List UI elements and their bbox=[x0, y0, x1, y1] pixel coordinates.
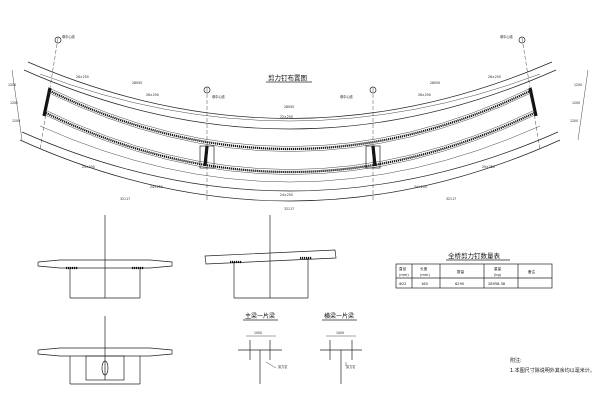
side-dim-left-3: 1200 bbox=[12, 119, 20, 123]
bottom-dim-2: 32117 bbox=[284, 207, 294, 211]
side-dim-left-1: 1200 bbox=[8, 83, 16, 87]
bot-inner-dim-2: 24×250 bbox=[150, 185, 163, 189]
side-dim-right-1: 1200 bbox=[574, 83, 582, 87]
cross-girder-label: 横梁一片梁 bbox=[324, 312, 354, 320]
th-length: 长度 bbox=[420, 266, 428, 271]
td-diameter: Φ22 bbox=[399, 282, 406, 286]
td-length: 160 bbox=[421, 282, 429, 286]
th-count: 数量 bbox=[457, 269, 465, 274]
th-diameter-unit: (mm) bbox=[399, 273, 409, 277]
bot-inner-dim-3: 24×250 bbox=[280, 193, 293, 197]
cross-beam-2 bbox=[203, 145, 209, 167]
inner-dim-1: 26×250 bbox=[76, 75, 89, 79]
inner-dim-2: 28×250 bbox=[146, 93, 159, 97]
deck-edge-inner-2 bbox=[19, 139, 561, 202]
td-count: 6290 bbox=[455, 282, 465, 286]
main-girder-label: 主梁一片梁 bbox=[245, 312, 275, 320]
bottom-dim-3: 32117 bbox=[446, 197, 456, 201]
quantity-table: 全桥剪力钉数量表 直径 (mm) 长度 (mm) 数量 重量 (kg) 备注 Φ… bbox=[395, 251, 553, 289]
cross-beam-3 bbox=[371, 145, 377, 167]
th-weight: 重量 bbox=[494, 266, 502, 271]
th-remark: 备注 bbox=[528, 269, 536, 274]
section-view-3 bbox=[37, 316, 173, 385]
pier-label-4: 墩中心线 bbox=[500, 34, 514, 39]
bot-inner-dim-1: 25×250 bbox=[82, 165, 95, 169]
girder-plan bbox=[19, 61, 561, 202]
table-title: 全桥剪力钉数量表 bbox=[448, 251, 501, 260]
top-dim-3: 28050 bbox=[430, 81, 440, 85]
side-dim-left-2: 1200 bbox=[10, 101, 18, 105]
top-dim-2: 28050 bbox=[284, 105, 294, 109]
side-dim-right-2: 1200 bbox=[572, 101, 580, 105]
bottom-dim-1: 32117 bbox=[120, 197, 130, 201]
td-weight: 28958.38 bbox=[488, 282, 506, 286]
detail-main-girder: 主梁一片梁 1000 剪力钉 bbox=[238, 312, 288, 384]
main-stud-label: 剪力钉 bbox=[278, 364, 288, 369]
deck-edge-inner bbox=[21, 131, 559, 192]
top-dim-1: 28050 bbox=[132, 81, 142, 85]
inner-dim-4: 28×250 bbox=[418, 93, 431, 97]
th-diameter: 直径 bbox=[399, 266, 407, 271]
inner-dim-5: 26×250 bbox=[488, 75, 501, 79]
section-view-1 bbox=[37, 215, 173, 299]
pier-lines: 墩中心线 墩中心线 墩中心线 墩中心线 bbox=[39, 34, 541, 200]
pier-label-2: 墩中心线 bbox=[212, 94, 226, 99]
deck-edge-outer bbox=[27, 61, 553, 119]
notes-line-1: 1.本图尺寸除说明外其余均以毫米计。 bbox=[510, 367, 595, 374]
main-girder-dim: 1000 bbox=[254, 331, 262, 335]
main-girder-1 bbox=[47, 89, 533, 150]
plan-title: 剪力钉布置图 bbox=[268, 73, 307, 82]
side-dim-right-3: 1200 bbox=[570, 119, 578, 123]
th-weight-unit: (kg) bbox=[494, 273, 502, 277]
deck-edge-outer-2 bbox=[23, 69, 557, 130]
pier-label-3: 墩中心线 bbox=[340, 94, 354, 99]
inner-dim-3: 22×250 bbox=[280, 115, 293, 119]
cross-stud-label: 剪力钉 bbox=[346, 364, 356, 369]
bot-inner-dim-4: 24×250 bbox=[414, 185, 427, 189]
section-view-2 bbox=[204, 215, 337, 299]
bot-inner-dim-5: 25×250 bbox=[482, 165, 495, 169]
detail-cross-girder: 横梁一片梁 1000 剪力钉 bbox=[320, 312, 362, 384]
notes-heading: 附注: bbox=[510, 357, 522, 364]
th-length-unit: (mm) bbox=[420, 273, 430, 277]
pier-label-1: 墩中心线 bbox=[62, 34, 76, 39]
cross-girder-dim: 1000 bbox=[336, 331, 344, 335]
plan-dimensions: 28050 28050 28050 26×250 28×250 22×250 2… bbox=[8, 69, 589, 211]
notes: 附注: 1.本图尺寸除说明外其余均以毫米计。 bbox=[510, 357, 595, 374]
